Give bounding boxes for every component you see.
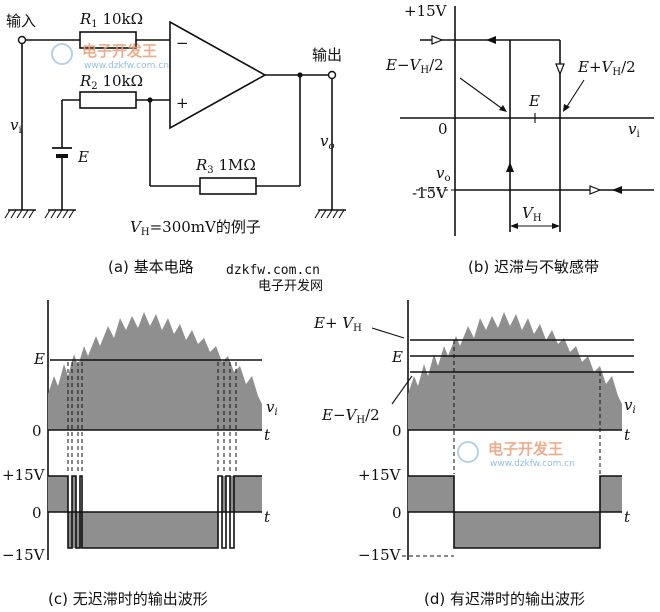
e-label-c: E bbox=[33, 350, 45, 368]
caption-a: (a) 基本电路 bbox=[108, 258, 194, 276]
vo-axis-label: vo bbox=[436, 164, 451, 184]
vh-dimension: VH bbox=[522, 204, 542, 224]
output-terminal bbox=[327, 70, 337, 80]
battery-e-label: E bbox=[77, 148, 89, 166]
ground-icon bbox=[44, 209, 76, 219]
output-label: 输出 bbox=[312, 46, 342, 64]
plus15-d: +15V bbox=[358, 466, 402, 484]
resistor-r3 bbox=[199, 177, 257, 195]
site-name: 电子开发网 bbox=[258, 278, 323, 294]
origin-zero: 0 bbox=[438, 120, 448, 138]
r2-label: R2 10kΩ bbox=[79, 72, 143, 92]
t-bot-d: t bbox=[624, 508, 631, 526]
e-tick-label: E bbox=[528, 92, 540, 110]
r1-label: R1 10kΩ bbox=[79, 10, 143, 30]
input-terminal bbox=[17, 35, 27, 45]
e-minus-vh-label: E−VH/2 bbox=[385, 56, 444, 76]
vi-axis-label: vi bbox=[628, 120, 640, 140]
plus15-c: +15V bbox=[2, 466, 46, 484]
panel-a-circuit: 输入 R1 10kΩ vi R2 10kΩ E − + 输出 vo bbox=[4, 10, 346, 276]
zero-bot-d: 0 bbox=[392, 504, 402, 522]
watermark-logo: 电子开发王 www.dzkfw.com.cn bbox=[51, 42, 169, 71]
t-top-c: t bbox=[264, 426, 271, 444]
svg-text:www.dzkfw.com.cn: www.dzkfw.com.cn bbox=[490, 459, 575, 469]
ground-icon bbox=[314, 209, 346, 219]
op-amp-minus: − bbox=[176, 34, 189, 52]
output-high-block bbox=[230, 476, 262, 512]
svg-text:电子开发王: 电子开发王 bbox=[488, 440, 563, 458]
watermark-logo: 电子开发王 www.dzkfw.com.cn bbox=[457, 440, 575, 469]
output-low-block bbox=[68, 512, 218, 548]
e-plus-vh-d: E+ VH bbox=[313, 314, 362, 334]
arrow-up-icon bbox=[506, 162, 514, 172]
e-plus-vh-label: E+VH/2 bbox=[577, 58, 636, 78]
op-amp-plus: + bbox=[176, 94, 189, 112]
panel-d-with-hysteresis: E+ VH E E−VH/2 0 t vi +15V 0 t −15V 电子开发… bbox=[313, 300, 636, 608]
caption-b: (b) 迟滞与不敏感带 bbox=[468, 258, 599, 276]
arrow-left-icon bbox=[486, 36, 496, 44]
caption-c: (c) 无迟滞时的输出波形 bbox=[48, 590, 208, 608]
arrow-right-icon bbox=[589, 185, 602, 195]
minus15-label: -15V bbox=[412, 184, 448, 202]
minus15-c: −15V bbox=[2, 546, 46, 564]
zero-bot-c: 0 bbox=[32, 504, 42, 522]
vo-label-a: vo bbox=[320, 132, 335, 152]
zero-top-c: 0 bbox=[32, 422, 42, 440]
site-url: dzkfw.com.cn bbox=[226, 263, 320, 278]
plus15-label: +15V bbox=[404, 2, 448, 20]
panel-b-hysteresis: VH E +15V -15V 0 E−VH/2 E+VH/2 vi vo (b)… bbox=[385, 2, 654, 276]
input-label: 输入 bbox=[6, 12, 36, 30]
zero-top-d: 0 bbox=[392, 422, 402, 440]
t-top-d: t bbox=[624, 426, 631, 444]
r3-label: R3 1MΩ bbox=[195, 156, 256, 176]
resistor-r2 bbox=[79, 91, 137, 109]
e-label-d: E bbox=[391, 348, 403, 366]
vi-label-a: vi bbox=[10, 116, 22, 136]
t-bot-c: t bbox=[264, 508, 271, 526]
panel-c-no-hysteresis: E 0 t vi +15V 0 t −15V (c) 无迟滞时的输出波形 bbox=[2, 300, 278, 608]
arrow-left-icon bbox=[612, 186, 622, 194]
output-high-block bbox=[48, 476, 68, 512]
minus15-d: −15V bbox=[358, 546, 402, 564]
op-amp-triangle bbox=[169, 20, 267, 130]
arrow-down-icon bbox=[555, 63, 565, 76]
input-wave-d bbox=[408, 312, 622, 430]
vh-example-text: VH=300mV的例子 bbox=[130, 218, 261, 238]
arrow-right-icon bbox=[431, 35, 444, 45]
caption-d: (d) 有迟滞时的输出波形 bbox=[424, 590, 585, 608]
vi-label-d: vi bbox=[624, 396, 636, 416]
svg-text:www.dzkfw.com.cn: www.dzkfw.com.cn bbox=[84, 61, 169, 71]
e-minus-vh-d: E−VH/2 bbox=[321, 406, 380, 426]
ground-icon bbox=[4, 209, 36, 219]
input-wave-c bbox=[48, 312, 262, 430]
svg-text:电子开发王: 电子开发王 bbox=[82, 42, 157, 60]
vi-label-c: vi bbox=[266, 398, 278, 418]
